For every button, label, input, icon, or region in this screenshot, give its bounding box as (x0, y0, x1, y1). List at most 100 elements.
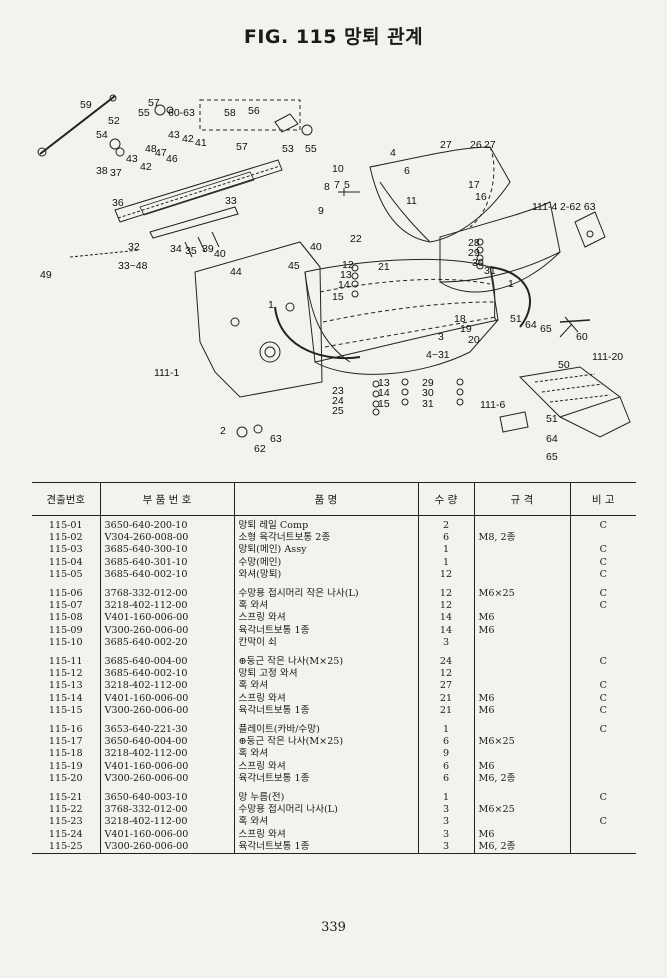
spacer-cell (473, 785, 570, 793)
spec-cell: M6 (473, 692, 570, 705)
callout: 35 (185, 245, 197, 257)
part-name-cell: 와셔(망퇴) (233, 568, 418, 582)
quantity-cell: 14 (417, 624, 474, 637)
spec-cell (473, 680, 570, 693)
index-cell: 115-24 (48, 828, 83, 840)
spec-cell: M6 (473, 828, 570, 841)
col-header-quantity: 수 량 (417, 482, 474, 516)
part-number-cell: V304-260-008-00 (99, 532, 234, 545)
part-name-cell: 수망(메인) (233, 556, 418, 569)
callout: 21 (378, 261, 390, 273)
hopper-part (518, 366, 622, 418)
quantity-cell: 1 (417, 724, 474, 737)
spec-cell: M8, 2종 (473, 532, 570, 545)
rod-shaft (39, 95, 116, 155)
quantity-cell: 1 (417, 544, 474, 557)
part-number-cell: 3685-640-002-20 (99, 636, 234, 650)
part-number-cell: V300-260-006-00 (99, 704, 234, 718)
callout: 9 (318, 205, 324, 217)
callout: 64 (546, 433, 558, 445)
part-name-cell: 스프링 와셔 (233, 612, 418, 625)
quantity-cell: 14 (417, 612, 474, 625)
callout: 111-1 (154, 367, 179, 379)
remarks-cell: C (569, 704, 636, 718)
quantity-cell: 12 (417, 588, 474, 601)
part-name-cell: ⊕둥근 작은 나사(M×25) (233, 736, 418, 749)
part-name-cell: 소형 육각너트보통 2종 (233, 532, 418, 545)
part-number-cell: V401-160-006-00 (99, 612, 234, 625)
callout: 46 (166, 153, 178, 165)
index-cell: 115-25 (32, 840, 100, 855)
callout: 59 (80, 99, 92, 111)
callout: 15 (332, 291, 344, 303)
spacer-cell (99, 649, 234, 657)
col-header-index: 견출번호 (32, 482, 100, 516)
part-number-cell: V401-160-006-00 (99, 692, 234, 705)
remarks-cell (569, 828, 636, 841)
remarks-cell (569, 748, 636, 761)
part-number-cell: 3653-640-221-30 (99, 724, 234, 737)
callout: 48 (145, 143, 157, 155)
gear-part (115, 147, 125, 157)
quantity-cell: 2 (417, 515, 474, 533)
part-name-cell: 스프링 와셔 (233, 760, 418, 773)
spacer-cell (32, 581, 100, 588)
remarks-cell (569, 612, 636, 625)
spec-cell: M6 (473, 624, 570, 637)
callout: 19 (460, 323, 472, 335)
upper-cover (369, 146, 511, 243)
callout: 3 (438, 331, 444, 343)
quantity-cell: 24 (417, 656, 474, 669)
part-name-cell: 수망용 접시머리 나사(L) (233, 804, 418, 817)
callout: 56 (248, 105, 260, 117)
part-name-cell: 육각너트보통 1종 (233, 624, 418, 637)
remarks-cell: C (569, 816, 636, 829)
callout: 30 (472, 257, 484, 269)
part-name-cell: ⊕둥근 작은 나사(M×25) (233, 656, 418, 669)
quantity-cell: 6 (417, 760, 474, 773)
quantity-cell: 3 (417, 816, 474, 829)
index-cell: 115-01 (48, 520, 83, 531)
index-cell: 115-17 (48, 736, 83, 748)
quantity-cell: 6 (417, 532, 474, 545)
callout: 7 (334, 179, 340, 191)
callout: 57 (148, 97, 160, 109)
callout: 1 (268, 299, 274, 311)
callout: 55 (305, 143, 317, 155)
index-cell: 115-15 (48, 704, 83, 716)
spec-cell (473, 792, 570, 805)
side-plate (194, 241, 323, 398)
remarks-cell (569, 840, 636, 855)
group-spacer (32, 649, 636, 657)
callout: 13 (340, 269, 352, 281)
part-number-cell: 3685-640-002-10 (99, 568, 234, 582)
index-cell: 115-13 (48, 680, 83, 692)
callout: 30 (422, 387, 434, 399)
callout: 111-20 (592, 351, 623, 363)
callout: 2-62 63 (560, 201, 596, 213)
remarks-cell: C (569, 724, 636, 737)
figure-title: FIG. 115 망퇴 관계 (243, 26, 424, 48)
remarks-cell: C (569, 568, 636, 582)
callout: 26 (470, 139, 482, 151)
remarks-cell: C (569, 588, 636, 601)
spacer-cell (473, 717, 570, 725)
part-number-cell: V300-260-006-00 (99, 772, 234, 786)
remarks-cell: C (569, 792, 636, 805)
callout: 63 (270, 433, 282, 445)
callout: 60 (576, 331, 588, 343)
spacer-cell (473, 581, 570, 589)
part-number-cell: 3218-402-112-00 (99, 748, 234, 761)
